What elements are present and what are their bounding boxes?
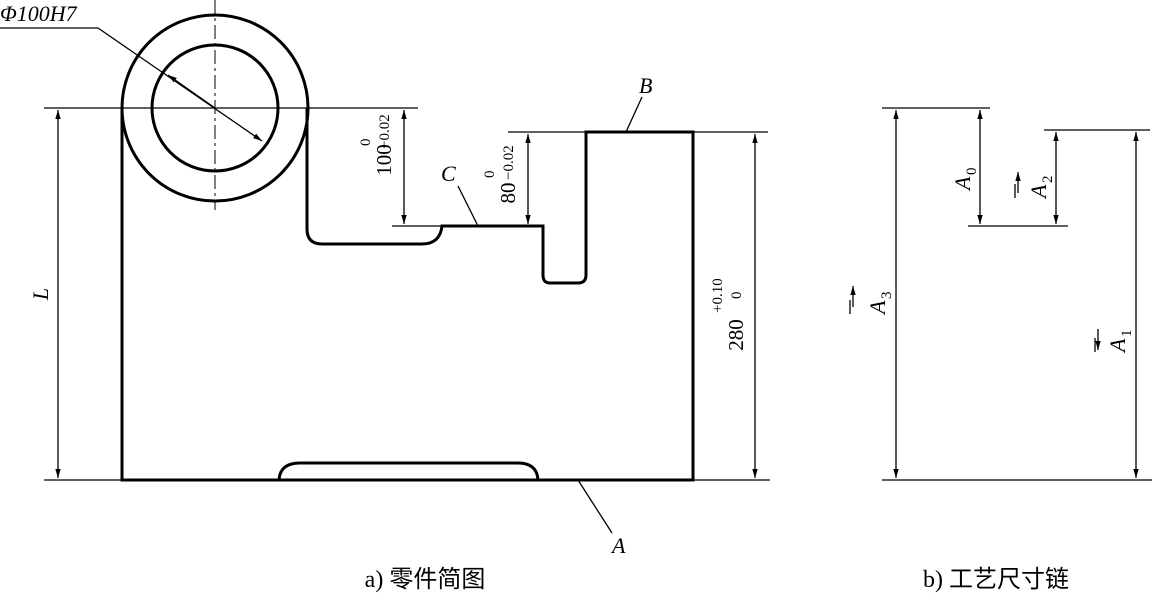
svg-text:A: A (865, 300, 890, 316)
length-l-label: L (28, 288, 53, 301)
dim-280-lower: 0 (729, 292, 745, 300)
dim-100-nominal: 100 (372, 144, 396, 176)
leader-c (457, 185, 479, 227)
svg-text:3: 3 (879, 292, 895, 300)
dim-280-upper: +0.10 (710, 278, 726, 313)
surface-a-label: A (610, 533, 626, 558)
bore-diameter-label: Φ100H7 (0, 1, 78, 26)
dim-100-lower: −0.02 (377, 114, 393, 149)
dimension-chain (850, 107, 1152, 481)
dim-80-nominal: 80 (496, 183, 520, 204)
bottom-relief (277, 461, 540, 481)
svg-text:A: A (1026, 184, 1051, 200)
dim-100-upper: 0 (358, 139, 374, 147)
label-a1: A 1 (1105, 330, 1135, 355)
svg-text:A: A (950, 176, 975, 192)
surface-c-label: C (441, 161, 456, 186)
dimension-lines (0, 27, 758, 534)
bore-leader (97, 27, 263, 142)
extension-lines (44, 107, 770, 481)
dim-80-text: 80 0 −0.02 (482, 145, 520, 203)
part-outline (120, 0, 695, 482)
dim-80-upper: 0 (482, 171, 498, 179)
leader-b (625, 96, 643, 133)
surface-b-label: B (639, 73, 652, 98)
svg-text:1: 1 (1119, 330, 1135, 338)
svg-text:0: 0 (964, 168, 980, 176)
label-a2: A 2 (1026, 176, 1056, 201)
caption-a: a) 零件简图 (365, 566, 486, 593)
dim-80-lower: −0.02 (501, 145, 517, 180)
dim-280-nominal: 280 (724, 319, 748, 351)
label-a3: A 3 (865, 292, 895, 317)
caption-b: b) 工艺尺寸链 (923, 566, 1069, 593)
bore-leader-inner (167, 74, 216, 109)
dim-100-text: 100 0 −0.02 (358, 114, 396, 175)
label-a0: A 0 (950, 168, 980, 193)
body-outline (120, 108, 695, 482)
svg-text:2: 2 (1040, 176, 1056, 184)
dim-280-text: 280 +0.10 0 (710, 278, 748, 350)
leader-a (577, 479, 613, 534)
svg-text:A: A (1105, 338, 1130, 354)
